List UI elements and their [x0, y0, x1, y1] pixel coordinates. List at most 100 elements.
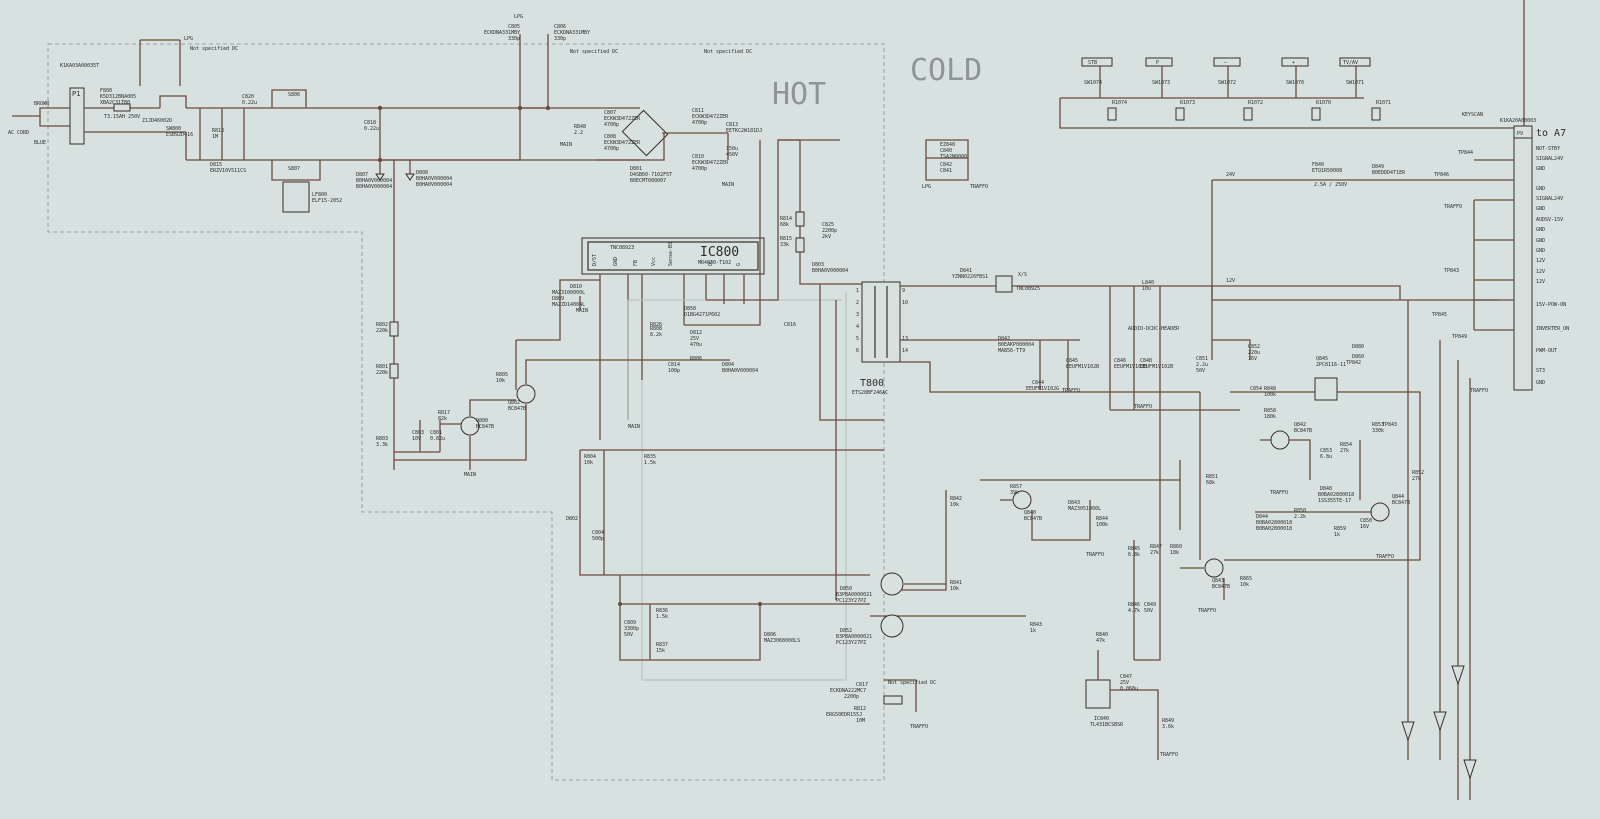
component-label-r806: R806 [690, 356, 702, 362]
component-label-r808v: 8.2k [650, 332, 662, 338]
component-label-c809v2: 50V [624, 632, 633, 638]
component-label-tsa: TSA2N0000 [940, 154, 967, 160]
component-label-s807: S807 [288, 166, 300, 172]
svg-text:12V: 12V [1536, 279, 1545, 285]
component-label-r1: R1074 [1112, 100, 1127, 106]
q842-transistor [1270, 430, 1290, 450]
lf800-filter [282, 181, 310, 213]
component-label-r841: R841 [950, 580, 962, 586]
component-label-c810v: 4700p [692, 166, 707, 172]
component-label-r805v: 10k [496, 378, 505, 384]
component-label-r841v: 10k [950, 586, 959, 592]
component-label-q800: Q800 [476, 418, 488, 424]
traffo-ground-3: TRAFFO [1134, 404, 1152, 410]
q843-transistor [1204, 558, 1224, 578]
key-plus-box [1281, 57, 1309, 67]
component-label-c818v: 0.22u [364, 126, 379, 132]
component-label-r836v: 1.5k [656, 614, 668, 620]
component-label-r815: R815 [780, 236, 792, 242]
component-label-d803p: B0HA0V000004 [812, 268, 848, 274]
component-label-d848p2: 1SS355TE-17 [1318, 498, 1351, 504]
component-label-c818: C818 [364, 120, 376, 126]
component-label-c813: C813 [726, 122, 738, 128]
key-plus-label[interactable]: + [1292, 60, 1295, 66]
component-label-r859: R859 [1334, 526, 1346, 532]
svg-text:GND: GND [1536, 380, 1545, 386]
component-label-c814v: 100p [668, 368, 680, 374]
component-label-r3: R1072 [1248, 100, 1263, 106]
component-label-sw1: SW1074 [1084, 80, 1102, 86]
component-label-c807: C807 [604, 110, 616, 116]
component-label-d808p1: B0HA0V000004 [416, 176, 452, 182]
component-label-r859v: 1k [1334, 532, 1340, 538]
svg-text:1: 1 [856, 288, 859, 294]
p1-part-label: K1KA03A00035T [60, 63, 99, 69]
hot-zone-label: HOT [772, 77, 826, 112]
key-switches [1059, 57, 1520, 129]
component-label-c845p: EEUFM1V102B [1066, 364, 1099, 370]
component-label-f840v: 2.5A / 250V [1314, 182, 1347, 188]
key-tvav-label[interactable]: TV/AV [1343, 60, 1358, 66]
component-label-r801: R801 [376, 364, 388, 370]
component-label-r813: R813 [212, 128, 224, 134]
component-label-r848av: 100k [1264, 392, 1276, 398]
component-label-d850: D850 [684, 306, 696, 312]
component-label-d807p2: B0HA0V000004 [356, 184, 392, 190]
component-label-q842: Q842 [1294, 422, 1306, 428]
component-label-r803v: 3.3k [376, 442, 388, 448]
component-label-ez840: EZ840 [940, 142, 955, 148]
component-label-d806p: MAZ3068000LS [764, 638, 800, 644]
traffo-ground-7: TRAFFO [1198, 608, 1216, 614]
not-specified-dc-note-4: Not specified DC [888, 680, 936, 686]
component-label-r857: R857 [1010, 484, 1022, 490]
component-label-r835: R835 [644, 454, 656, 460]
t800-transformer [861, 281, 1200, 393]
component-label-d842p2: MA856-TT9 [998, 348, 1025, 354]
svg-text:PWM-OUT: PWM-OUT [1536, 348, 1557, 354]
component-label-c846p: EEUFM1V102B [1114, 364, 1147, 370]
component-label-c807v: 4700p [604, 122, 619, 128]
svg-text:14: 14 [902, 348, 908, 354]
component-label-c847v2: 0.068u [1120, 686, 1138, 692]
component-label-r850: R850 [1294, 508, 1306, 514]
key-p-label[interactable]: P [1156, 60, 1159, 66]
svg-text:GND: GND [613, 257, 619, 266]
component-label-r812: R812 [854, 706, 866, 712]
component-label-r858: R858 [1264, 408, 1276, 414]
component-label-c849v: 50V [1144, 608, 1153, 614]
traffo-ground-1: TRAFFO [970, 184, 988, 190]
component-label-c849: C849 [1144, 602, 1156, 608]
key-minus-label[interactable]: — [1224, 60, 1228, 66]
component-label-d848: D848 [1320, 486, 1332, 492]
component-label-d850p: D1BG4271P602 [684, 312, 720, 318]
y-capacitor-area [883, 679, 917, 712]
component-label-c825v2: 2kV [822, 234, 831, 240]
svg-text:GND: GND [1536, 206, 1545, 212]
component-label-d812v1: 25V [690, 336, 699, 342]
key-stb-label[interactable]: STB [1088, 60, 1097, 66]
component-label-d852: D852 [840, 628, 852, 634]
component-label-r852: R852 [1412, 470, 1424, 476]
svg-text:10: 10 [902, 300, 908, 306]
svg-text:2: 2 [856, 300, 859, 306]
component-label-r849v: 3.6k [1162, 724, 1174, 730]
component-label-r802: R802 [376, 322, 388, 328]
component-label-r803: R803 [376, 436, 388, 442]
component-label-d860: D860 [1352, 354, 1364, 360]
component-label-ic840: IC840 [1094, 716, 1109, 722]
component-label-c814: C814 [668, 362, 680, 368]
component-label-r835v: 1.5k [644, 460, 656, 466]
traffo-ground-9: TRAFFO [910, 724, 928, 730]
q844-transistor [1370, 502, 1390, 522]
svg-text:SIGNAL24V: SIGNAL24V [1536, 156, 1563, 162]
component-label-r852v: 27k [1412, 476, 1421, 482]
component-label-c852: C852 [1248, 344, 1260, 350]
component-label-d804: D804 [722, 362, 734, 368]
main-ground-4: MAIN [464, 472, 476, 478]
component-label-c807p: ECKW3D472ZER [604, 116, 641, 122]
component-label-sw5: SW1071 [1346, 80, 1364, 86]
component-label-c811v: 4700p [692, 120, 707, 126]
tp842-label: TP842 [1346, 360, 1361, 366]
svg-text:FB: FB [633, 260, 639, 266]
component-label-c804v: 500p [592, 536, 604, 542]
